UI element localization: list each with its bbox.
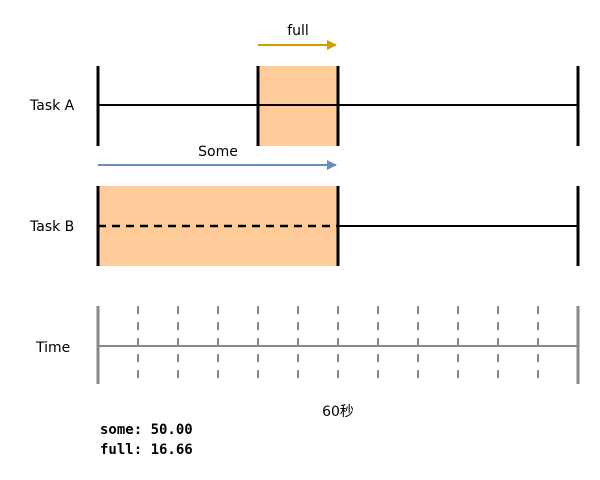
task-b-label: Task B (29, 219, 74, 235)
time-mark-label: 60秒 (322, 404, 354, 420)
full-arrow-label: full (287, 23, 309, 39)
metric-full: full: 16.66 (100, 442, 193, 458)
task-a-label: Task A (29, 98, 75, 114)
time-axis-ticks (137, 306, 539, 384)
some-arrow-label: Some (198, 144, 238, 160)
time-label: Time (35, 340, 70, 356)
metric-some: some: 50.00 (100, 422, 193, 438)
